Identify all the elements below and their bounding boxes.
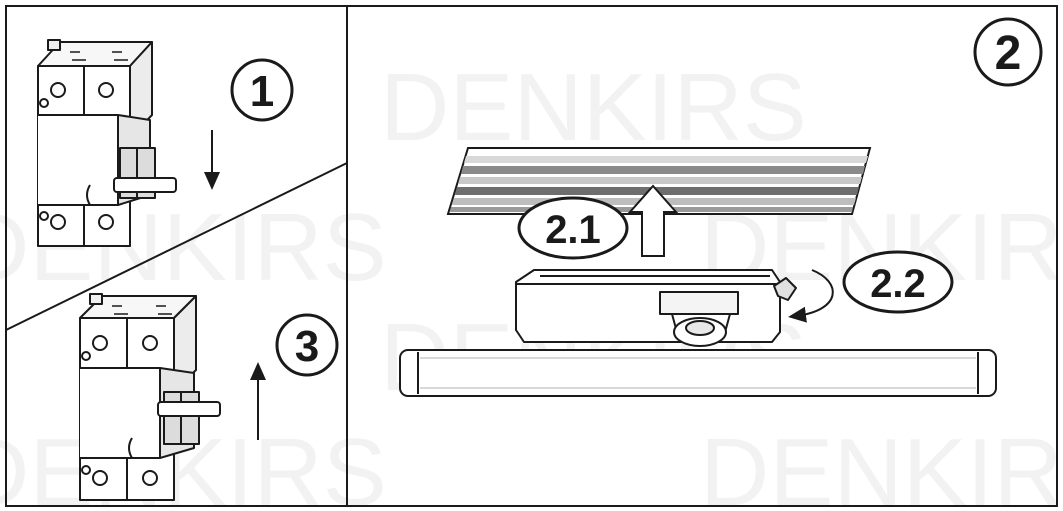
step-3-label: 3 — [295, 322, 319, 371]
step-2-label: 2 — [995, 27, 1022, 80]
panel-frame — [5, 5, 1058, 507]
step-2-badge: 2 — [973, 17, 1043, 87]
rotate-arrow-icon — [788, 269, 834, 323]
step-3-badge: 3 — [275, 313, 339, 377]
step-2-1-label: 2.1 — [545, 208, 601, 252]
track-adapter-icon — [515, 269, 797, 347]
step-2-2-badge: 2.2 — [842, 250, 954, 314]
step-1-badge: 1 — [230, 58, 294, 122]
step-2-1-badge: 2.1 — [517, 196, 629, 260]
step-2-2-label: 2.2 — [870, 262, 926, 306]
step-1-label: 1 — [250, 67, 274, 116]
circuit-breaker-icon — [79, 293, 221, 501]
arrow-up-icon — [627, 184, 679, 257]
watermark-text: DENKIRS — [700, 419, 1063, 511]
tube-lamp-icon — [399, 349, 997, 397]
watermark-text: DENKIRS — [380, 54, 807, 161]
circuit-breaker-icon — [37, 39, 177, 247]
